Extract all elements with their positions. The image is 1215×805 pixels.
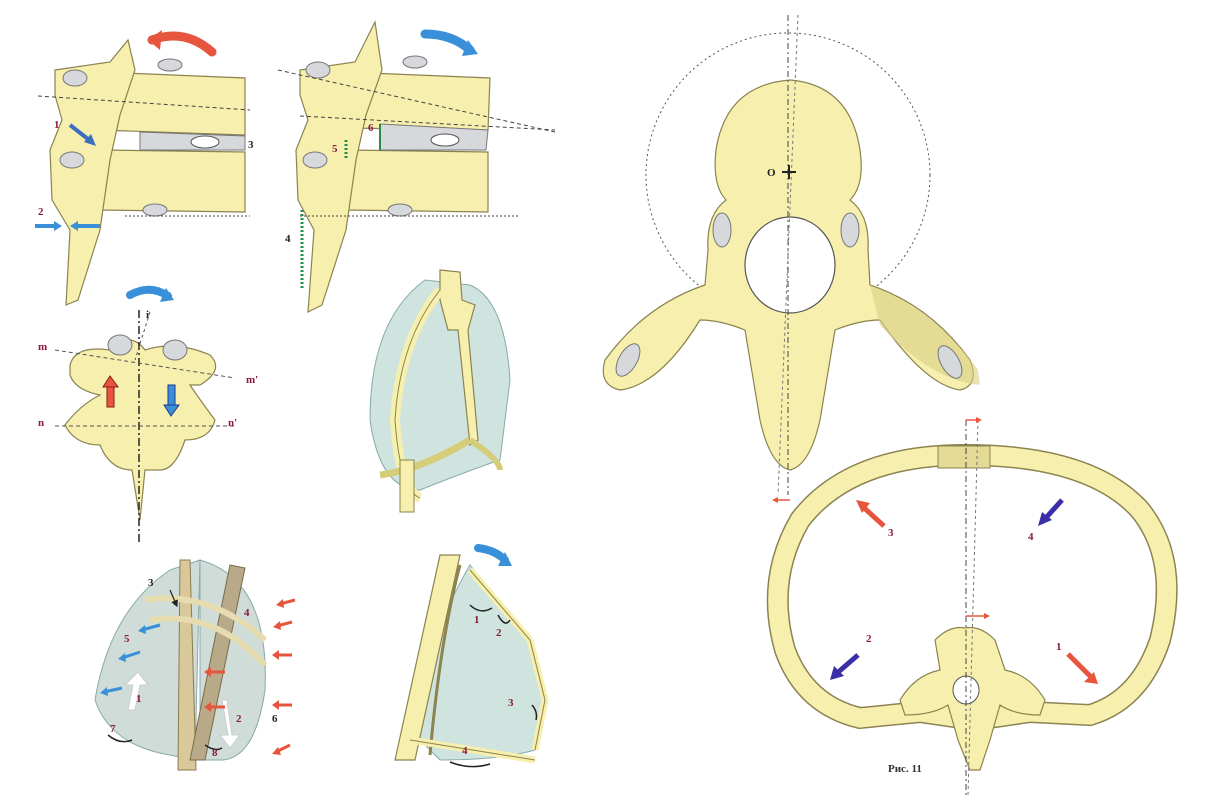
- label-vl-2: 2: [38, 206, 44, 218]
- label-lung-3: 3: [148, 577, 154, 589]
- label-lung-8: 8: [212, 747, 218, 759]
- label-lung-7: 7: [110, 723, 116, 735]
- label-center-o: O: [767, 167, 776, 179]
- label-thorax-3: 3: [508, 697, 514, 709]
- label-ring-3: 3: [888, 527, 894, 539]
- label-ring-2: 2: [866, 633, 872, 645]
- label-thorax-2: 2: [496, 627, 502, 639]
- axis-label-m-prime: m': [246, 374, 258, 386]
- label-lung-1: 1: [136, 693, 142, 705]
- axis-label-n-prime: n': [228, 417, 237, 429]
- label-ring-1: 1: [1056, 641, 1062, 653]
- label-ring-4: 4: [1028, 531, 1034, 543]
- ribcage-lung-sketch: [369, 269, 511, 513]
- vertebra-axial-view: O: [602, 14, 980, 503]
- rib-ring-view: 1 2 3 4 Рис. 11: [766, 417, 1178, 796]
- label-vl-1: 1: [54, 119, 60, 131]
- label-vr-6: 6: [368, 122, 374, 134]
- label-vr-5: 5: [332, 143, 338, 155]
- label-lung-2: 2: [236, 713, 242, 725]
- label-vr-4: 4: [285, 233, 291, 245]
- vertebra-posterior-view: i m m' n n': [38, 285, 258, 545]
- axis-label-n: n: [38, 417, 44, 429]
- axis-label-m: m: [38, 341, 47, 353]
- label-thorax-1: 1: [474, 614, 480, 626]
- thorax-side-view: 1 2 3 4: [394, 544, 549, 768]
- lung-front-view: 1 2 3 4 5 6 7 8: [94, 559, 296, 771]
- label-lung-4: 4: [244, 607, 250, 619]
- vertebrae-lateral-left: 1 2 3: [35, 30, 254, 306]
- vertebrae-lateral-right: 4 5 6: [277, 20, 556, 314]
- label-vl-3: 3: [248, 139, 254, 151]
- figure-caption: Рис. 11: [888, 763, 922, 775]
- label-thorax-4: 4: [462, 745, 468, 757]
- label-lung-6: 6: [272, 713, 278, 725]
- label-lung-5: 5: [124, 633, 130, 645]
- axis-label-i: i: [146, 309, 149, 321]
